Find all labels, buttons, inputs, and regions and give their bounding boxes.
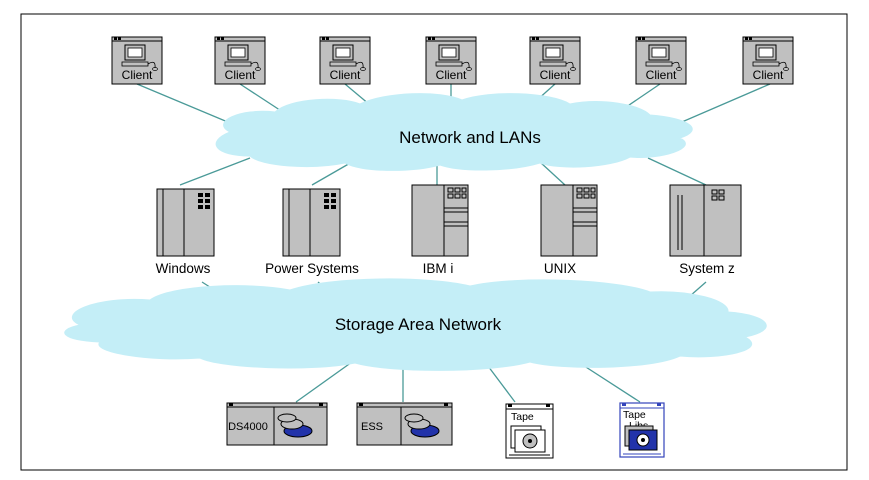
- tape-library-icon: [624, 425, 658, 451]
- server-label: UNIX: [544, 261, 576, 276]
- client-workstation: Client: [214, 36, 266, 85]
- storage-label: Tape: [511, 411, 534, 423]
- server-label: Power Systems: [265, 261, 359, 276]
- client-workstation: Client: [742, 36, 794, 85]
- tape-cartridge-icon: [510, 425, 546, 453]
- client-workstation: Client: [319, 36, 371, 85]
- server-label: IBM i: [423, 261, 454, 276]
- client-workstation: Client: [529, 36, 581, 85]
- server-power-systems: Power Systems: [265, 188, 359, 276]
- san-cloud: Storage Area Network: [64, 278, 767, 371]
- client-list: Client Client Client Client Client Client Clie…: [111, 36, 794, 85]
- network-cloud-label: Network and LANs: [399, 128, 541, 147]
- storage-ds4000: DS4000: [226, 402, 328, 446]
- client-workstation: Client: [111, 36, 163, 85]
- server-label: Windows: [156, 261, 211, 276]
- client-label: Client: [646, 68, 677, 82]
- client-label: Client: [330, 68, 361, 82]
- storage-ess: ESS: [356, 402, 453, 446]
- server-list: Windows Power Systems IBM i: [156, 184, 742, 276]
- client-label: Client: [436, 68, 467, 82]
- server-system-z: System z: [669, 184, 742, 276]
- storage-label: ESS: [361, 421, 383, 433]
- network-cloud: Network and LANs: [215, 93, 693, 171]
- client-workstation: Client: [635, 36, 687, 85]
- client-label: Client: [225, 68, 256, 82]
- storage-label: DS4000: [228, 421, 268, 433]
- disk-stack-icon: [277, 413, 313, 438]
- storage-list: DS4000 ESS Ta: [226, 402, 665, 459]
- server-label: System z: [679, 261, 735, 276]
- client-workstation: Client: [425, 36, 477, 85]
- client-label: Client: [753, 68, 784, 82]
- san-cloud-label: Storage Area Network: [335, 315, 502, 334]
- server-windows: Windows: [156, 188, 215, 276]
- server-unix: UNIX: [540, 184, 598, 276]
- disk-stack-icon: [404, 413, 440, 438]
- storage-tape-libs: TapeLibs: [619, 402, 665, 458]
- client-label: Client: [540, 68, 571, 82]
- server-ibm-i: IBM i: [411, 184, 469, 276]
- client-label: Client: [122, 68, 153, 82]
- diagram-border: [20, 13, 848, 471]
- server-network-links: [179, 157, 707, 186]
- storage-tape: Tape: [505, 403, 554, 459]
